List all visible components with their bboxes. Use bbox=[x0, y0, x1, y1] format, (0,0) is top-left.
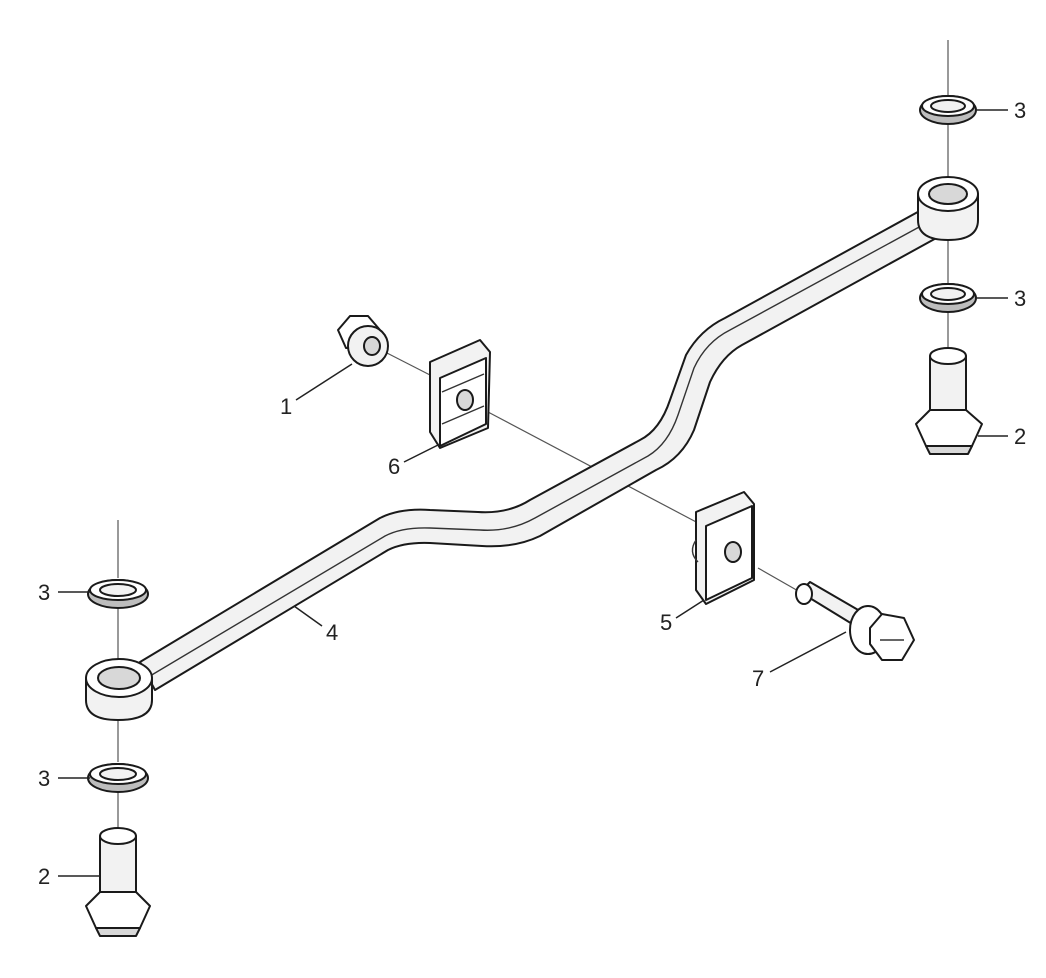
flange-nut bbox=[337, 315, 389, 367]
callout-4: 4 bbox=[326, 620, 338, 645]
tube-eye-left bbox=[85, 658, 153, 721]
washer-left-top bbox=[87, 579, 149, 609]
callout-3-left-top: 3 bbox=[38, 580, 50, 605]
tube-pipe bbox=[139, 207, 941, 691]
washer-right-mid bbox=[919, 283, 977, 313]
callout-3-right-mid: 3 bbox=[1014, 286, 1026, 311]
callout-3-right-top: 3 bbox=[1014, 98, 1026, 123]
callout-3-left-bottom: 3 bbox=[38, 766, 50, 791]
callout-1: 1 bbox=[280, 394, 292, 419]
clamp-lower bbox=[691, 491, 755, 605]
washer-right-top bbox=[919, 95, 977, 125]
washer-left-bottom bbox=[87, 763, 149, 793]
callout-labels: 1 6 4 5 7 3 3 2 3 3 2 bbox=[38, 98, 1026, 889]
callout-7: 7 bbox=[752, 666, 764, 691]
banjo-bolt-left bbox=[85, 827, 151, 937]
callout-2-right: 2 bbox=[1014, 424, 1026, 449]
callout-2-left: 2 bbox=[38, 864, 50, 889]
callout-6: 6 bbox=[388, 454, 400, 479]
callout-5: 5 bbox=[660, 610, 672, 635]
clamp-upper bbox=[429, 339, 491, 449]
leader-lines bbox=[58, 109, 1008, 877]
flange-bolt bbox=[795, 581, 915, 661]
assembly-axes bbox=[117, 40, 949, 830]
banjo-bolt-right bbox=[915, 347, 983, 455]
tube-eye-right bbox=[917, 176, 979, 241]
